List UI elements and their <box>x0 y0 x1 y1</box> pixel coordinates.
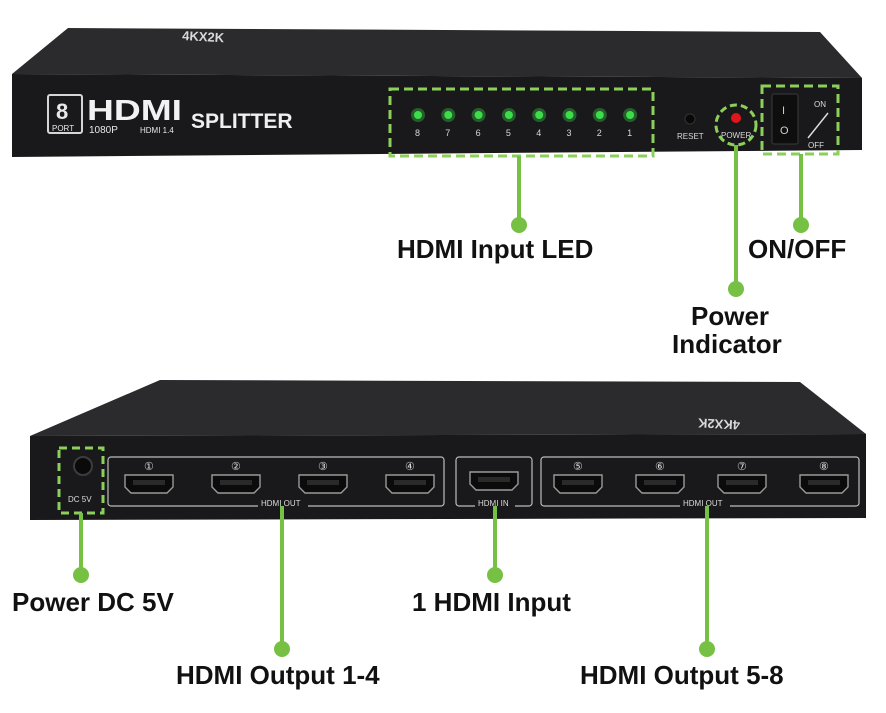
switch-symbol-on: I <box>782 105 785 117</box>
hdmi-input-led-array: 8 7 6 5 4 3 2 1 <box>411 108 638 138</box>
brand-logo: HDMI <box>87 95 182 127</box>
brand-sub-left: 1080P <box>89 125 118 136</box>
output-number-label: ⑤ <box>573 461 583 473</box>
callout-power-indicator-line2: Indicator <box>672 329 782 359</box>
hdmi-output-port <box>211 474 261 494</box>
switch-on-label: ON <box>814 100 826 109</box>
reset-button <box>684 113 696 125</box>
output-number-label: ⑧ <box>819 461 829 473</box>
hdmi-output-port <box>635 474 685 494</box>
hdmi-output-port <box>298 474 348 494</box>
front-device-face <box>12 74 862 157</box>
switch-symbol-off: O <box>780 125 789 137</box>
callout-1-hdmi-input: 1 HDMI Input <box>412 587 571 617</box>
output-number-label: ⑦ <box>737 461 747 473</box>
output-number-label: ⑥ <box>655 461 665 473</box>
dc-callout-dot <box>73 567 89 583</box>
callout-hdmi-input-led: HDMI Input LED <box>397 234 594 264</box>
hdmi-output-port <box>124 474 174 494</box>
brand-port-number: 8 <box>56 99 68 124</box>
hdmi-out-label-left: HDMI OUT <box>261 499 301 508</box>
power-label: POWER <box>721 131 751 140</box>
front-device-top <box>12 28 862 78</box>
brand-port-word: PORT <box>52 124 74 133</box>
hdmi-output-port <box>717 474 767 494</box>
power-callout-dot <box>728 281 744 297</box>
output-number-label: ④ <box>405 461 415 473</box>
reset-label: RESET <box>677 132 704 141</box>
hdmi-output-port <box>553 474 603 494</box>
dc-label: DC 5V <box>68 495 92 504</box>
hdmi-input-led-2 <box>595 111 604 119</box>
dc-jack <box>73 456 93 476</box>
hdmi-input-led-1 <box>626 111 635 119</box>
led-number-label: 1 <box>627 128 632 138</box>
hdmi-output-ports-1-4: ① ② ③ ④ <box>124 461 435 494</box>
front-top-print: 4KX2K <box>182 28 225 45</box>
led-number-label: 8 <box>415 128 420 138</box>
hdmi-input-led-7 <box>444 111 453 119</box>
switch-slash <box>807 112 829 139</box>
hdmi-out-label-right: HDMI OUT <box>683 499 723 508</box>
led-highlight-box <box>388 87 655 158</box>
output-number-label: ③ <box>318 461 328 473</box>
hdmi-output-ports-5-8: ⑤ ⑥ ⑦ ⑧ <box>553 461 849 494</box>
in-callout-dot <box>487 567 503 583</box>
power-led <box>731 113 741 123</box>
out14-callout-dot <box>274 641 290 657</box>
hdmi-in-port <box>469 471 519 491</box>
rear-top-print: 4KX2K <box>697 415 740 432</box>
rear-panel-illustration: 4KX2K DC 5V ① ② ③ ④ HDMI OUT HDMI IN ⑤ ⑥ ⑦ ⑧ H… <box>30 380 866 657</box>
rear-device-face <box>30 434 866 520</box>
front-panel-illustration: 4KX2K 8 PORT HDMI 1080P HDMI 1.4 SPLITTE… <box>12 28 862 297</box>
power-highlight-circle <box>714 103 758 147</box>
callout-power-dc-5v: Power DC 5V <box>12 587 174 617</box>
led-number-label: 7 <box>445 128 450 138</box>
hdmi-input-led-8 <box>414 111 422 119</box>
output-number-label: ② <box>231 461 241 473</box>
hdmi-output-port <box>799 474 849 494</box>
product-name: SPLITTER <box>191 110 293 133</box>
rocker-switch <box>771 93 799 145</box>
rear-device-top <box>30 380 866 436</box>
switch-off-label: OFF <box>808 141 824 150</box>
hdmi-in-label: HDMI IN <box>478 499 509 508</box>
port-number-box <box>47 94 83 134</box>
hdmi-input-led-3 <box>565 111 574 119</box>
output-number-label: ① <box>144 461 154 473</box>
callout-power-indicator-line1: Power <box>691 301 770 331</box>
led-number-label: 3 <box>567 128 572 138</box>
led-number-label: 2 <box>597 128 602 138</box>
led-number-label: 5 <box>506 128 511 138</box>
hdmi-output-port <box>385 474 435 494</box>
hdmi-input-port <box>469 471 519 491</box>
brand-sub-right: HDMI 1.4 <box>140 126 174 135</box>
led-callout-dot <box>511 217 527 233</box>
callout-hdmi-output-5-8: HDMI Output 5-8 <box>580 660 784 690</box>
hdmi-input-led-6 <box>474 111 483 119</box>
callout-on-off: ON/OFF <box>748 234 847 264</box>
led-number-label: 6 <box>476 128 481 138</box>
led-number-label: 4 <box>536 128 541 138</box>
out58-callout-dot <box>699 641 715 657</box>
hdmi-input-led-5 <box>504 111 513 119</box>
switch-callout-dot <box>793 217 809 233</box>
hdmi-input-led-4 <box>535 111 544 119</box>
callout-hdmi-output-1-4: HDMI Output 1-4 <box>176 660 380 690</box>
